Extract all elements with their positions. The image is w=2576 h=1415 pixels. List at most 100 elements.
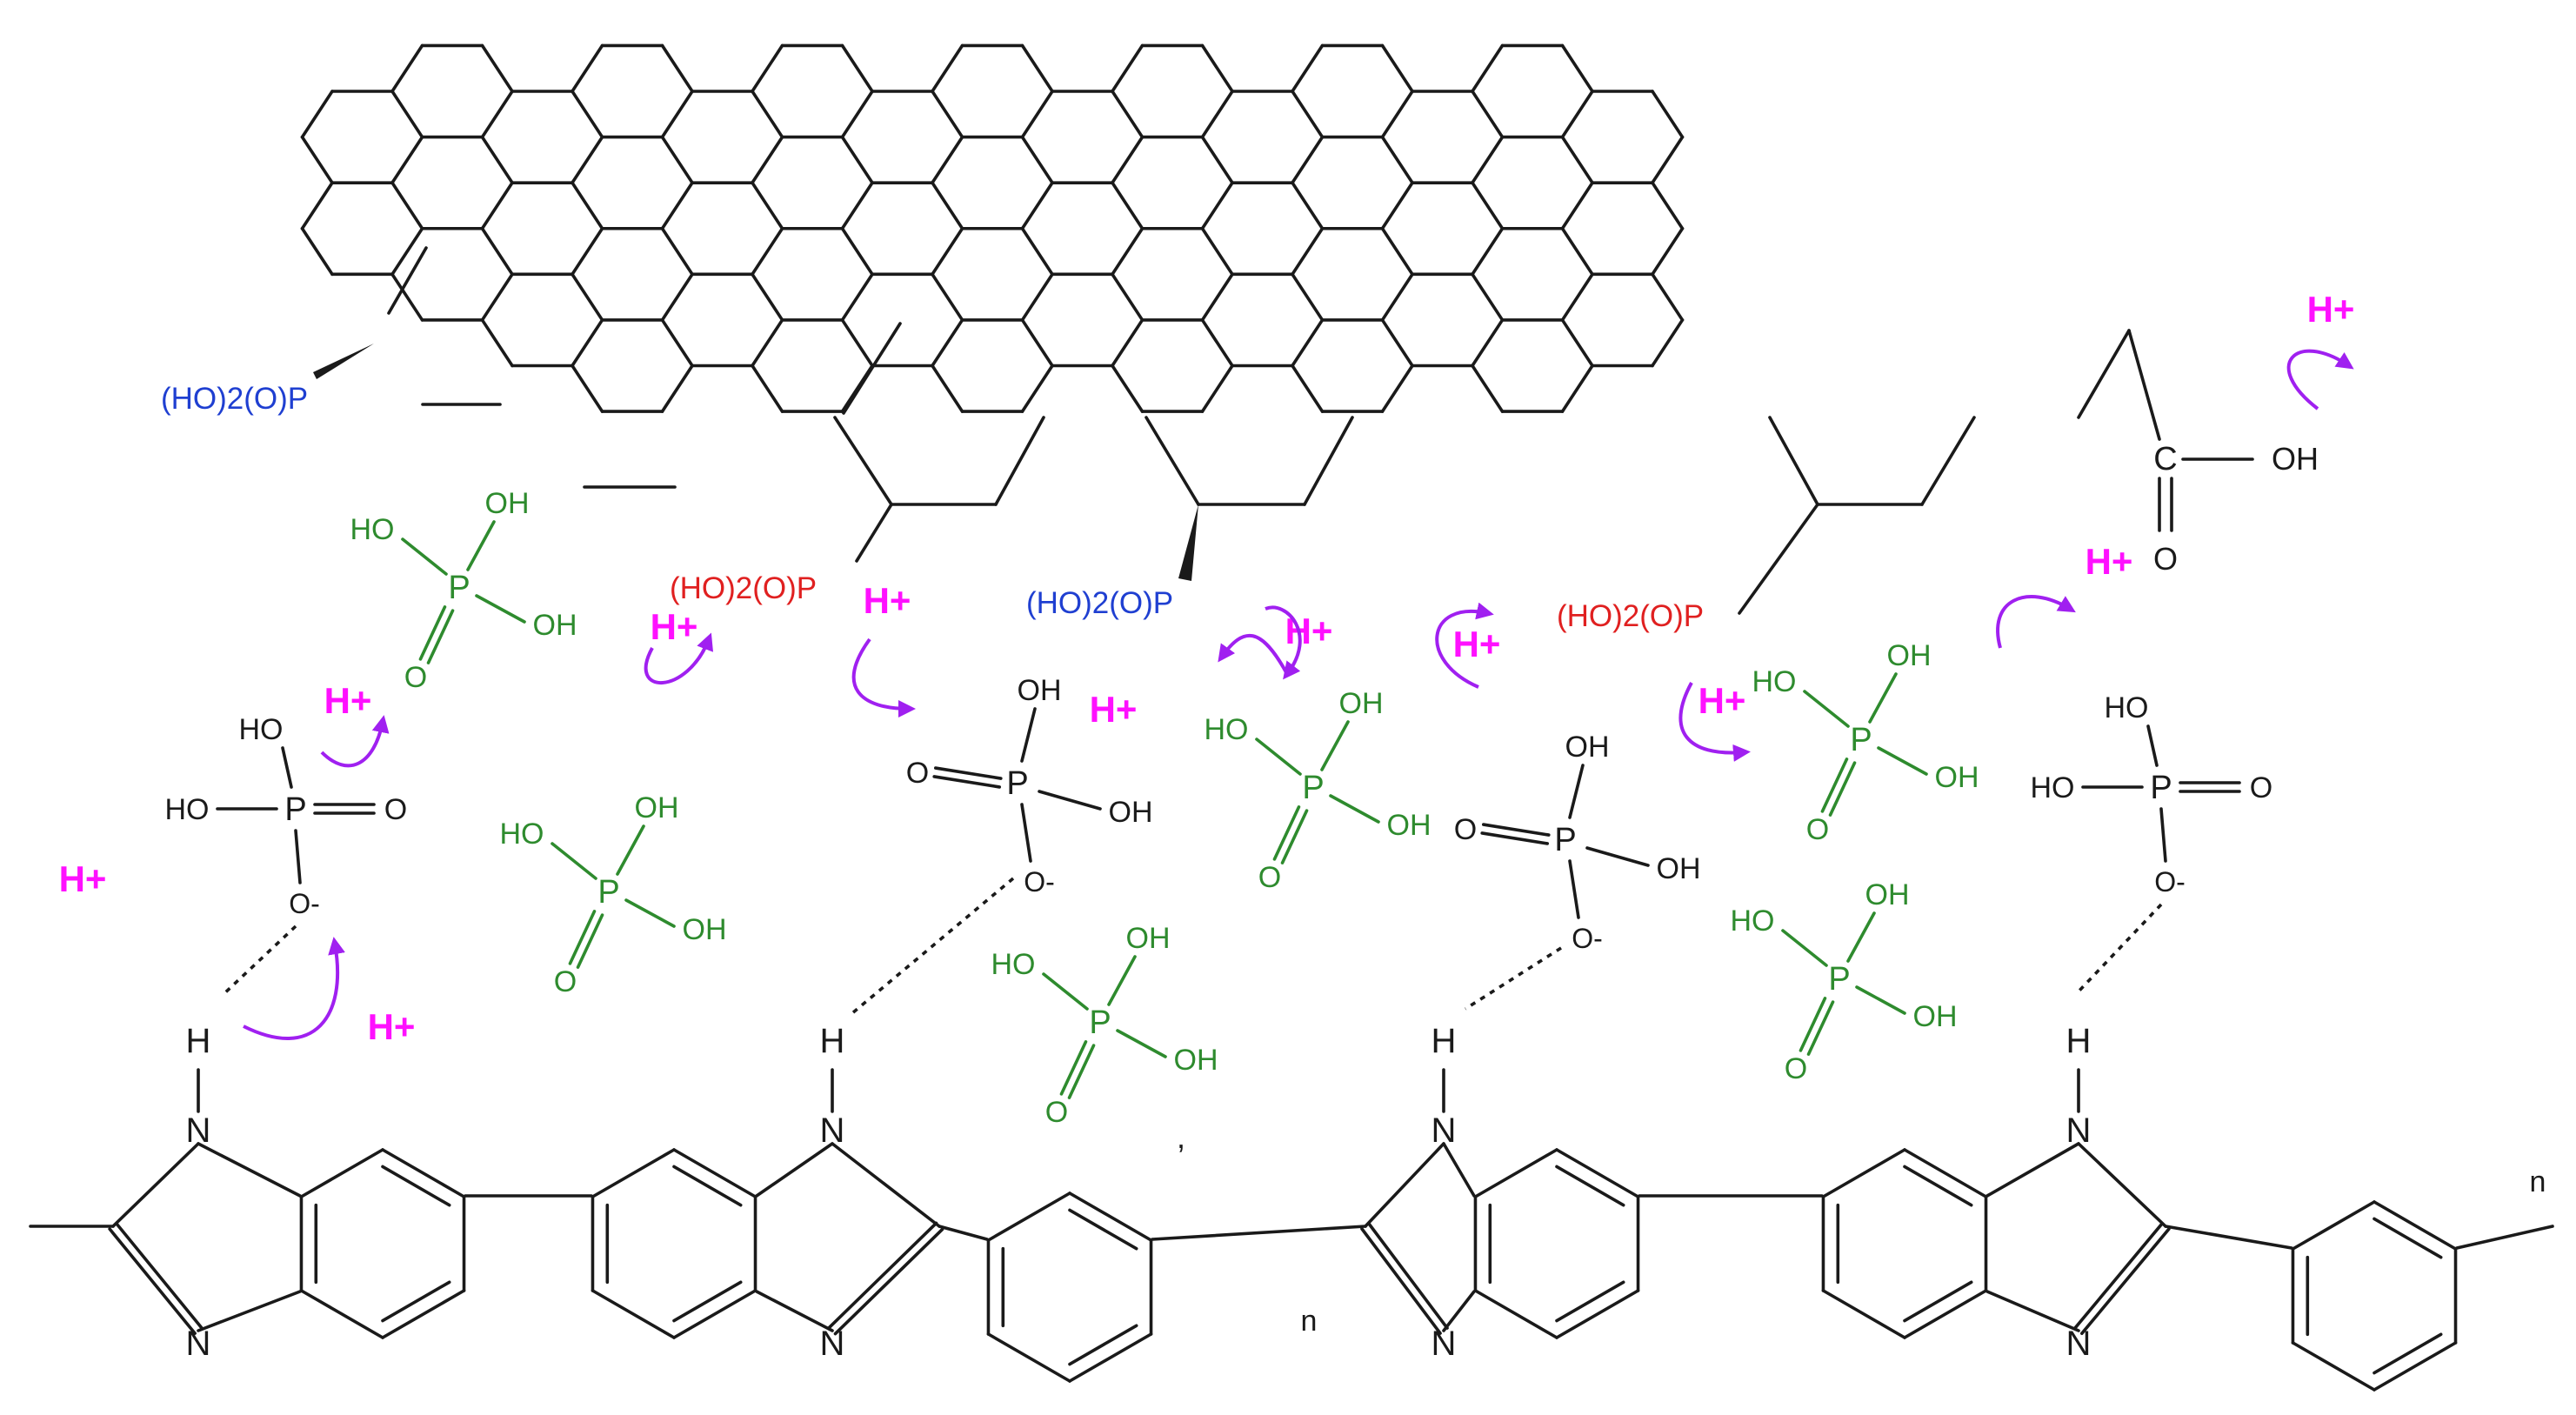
graphene-bond bbox=[840, 181, 874, 230]
graphene-bond bbox=[390, 272, 424, 322]
proton-6: H+ bbox=[1453, 624, 1501, 664]
graphene-bond bbox=[751, 272, 784, 322]
proton-hop-arrow-2 bbox=[1996, 595, 2076, 649]
graphene-bond bbox=[751, 226, 784, 277]
double-bond bbox=[2073, 1221, 2164, 1330]
graphene-sheet bbox=[300, 43, 1685, 413]
graphene-bond bbox=[660, 272, 694, 322]
graphene-bond bbox=[390, 43, 424, 93]
benzimidazole-benzene-4 bbox=[1821, 1148, 1906, 1198]
graphene-bond bbox=[1651, 90, 1685, 139]
graphene-bond bbox=[1111, 272, 1145, 322]
phosphonic-group-right-red: (HO)2(O)P bbox=[1557, 503, 1819, 633]
phenylene-1-double bbox=[1068, 1324, 1138, 1366]
benzimidazole-benzene-4 bbox=[1903, 1289, 1988, 1339]
oxygen-label: O bbox=[1454, 813, 1477, 846]
phenylene-2 bbox=[2372, 1200, 2458, 1251]
benzimidazole-benzene-3-double bbox=[1555, 1165, 1625, 1207]
graphene-bond bbox=[390, 135, 424, 184]
phenylene-link bbox=[938, 1225, 989, 1241]
hydroxyl-label: HO bbox=[239, 713, 284, 746]
proton-hop-arrow-10 bbox=[243, 937, 345, 1040]
graphene-bond bbox=[751, 318, 784, 368]
oxygen-label: O bbox=[1045, 1096, 1068, 1129]
imidazole-h-label-1: H bbox=[186, 1022, 211, 1060]
graphene-bond bbox=[1200, 181, 1234, 230]
graphene-bond bbox=[480, 43, 514, 93]
imidazole-bond bbox=[1985, 1290, 2080, 1332]
phosphorus-label: P bbox=[2150, 770, 2172, 806]
phenylene-2-double bbox=[2372, 1332, 2443, 1375]
graphene-bond bbox=[1380, 272, 1414, 322]
graphene-bond bbox=[480, 90, 514, 139]
oxygen-label: O bbox=[404, 661, 427, 694]
graphene-bond bbox=[840, 272, 874, 322]
hydroxyl-label: HO bbox=[2105, 691, 2149, 724]
imidazole-n-label-3: N bbox=[1431, 1325, 1457, 1363]
graphene-bond bbox=[1651, 226, 1685, 277]
benzimidazole-benzene-4 bbox=[1821, 1289, 1906, 1339]
graphene-bond bbox=[1291, 135, 1325, 184]
imidazole-n-label-4: N bbox=[2066, 1325, 2092, 1363]
graphene-bond bbox=[1560, 181, 1594, 230]
graphene-bond bbox=[300, 181, 334, 230]
repeat-unit-label-end: n bbox=[2530, 1165, 2546, 1198]
imidazole-bond bbox=[831, 1142, 941, 1228]
phenylene-1-double bbox=[1068, 1208, 1138, 1251]
proton-hopping-arrows bbox=[243, 349, 2354, 1040]
graphene-bond bbox=[390, 181, 424, 230]
bond bbox=[1107, 955, 1137, 1006]
double-bond bbox=[1828, 761, 1857, 817]
phenylene-1 bbox=[986, 1332, 1071, 1383]
hydroxyl-label: OH bbox=[485, 487, 530, 520]
phosphorus-label: P bbox=[1828, 961, 1850, 998]
phenylene-link bbox=[1151, 1225, 1367, 1241]
benzimidazole-benzene-2 bbox=[672, 1289, 757, 1339]
benzimidazole-benzene-2 bbox=[672, 1148, 757, 1198]
graphene-bond bbox=[1291, 43, 1325, 93]
phenylene-1 bbox=[1068, 1191, 1153, 1242]
hydroxyl-label: HO bbox=[1752, 665, 1797, 698]
imidazole-nh-label-3: N bbox=[1431, 1111, 1457, 1150]
hydroxyl-label: HO bbox=[1205, 713, 1249, 746]
graphene-bond bbox=[1020, 90, 1054, 139]
phosphorus-label: P bbox=[1302, 770, 1324, 806]
double-bond bbox=[1820, 758, 1849, 813]
graphene-bond bbox=[1471, 364, 1505, 413]
bond bbox=[1116, 1029, 1167, 1058]
graphene-bond bbox=[571, 272, 604, 322]
graphene-bond bbox=[931, 181, 964, 230]
hydroxyl-label: HO bbox=[991, 948, 1036, 981]
phosphorus-label: P bbox=[448, 570, 470, 606]
benzimidazole-benzene-2 bbox=[591, 1148, 676, 1198]
carboxyl-carbon-label: C bbox=[2153, 441, 2177, 477]
hydroxyl-label: HO bbox=[1731, 904, 1775, 938]
bond bbox=[401, 537, 448, 576]
imidazole-bond bbox=[197, 1142, 302, 1198]
graphene-bond bbox=[1471, 318, 1505, 368]
graphene-double-bonds bbox=[387, 246, 902, 489]
phenylene-2 bbox=[2291, 1200, 2376, 1251]
bond bbox=[1255, 738, 1302, 776]
graphene-bond bbox=[1380, 43, 1414, 93]
oxygen-label: O bbox=[384, 793, 407, 826]
graphene-bond bbox=[1560, 318, 1594, 368]
bond bbox=[1042, 972, 1089, 1011]
benzimidazole-benzene-1 bbox=[299, 1148, 384, 1198]
benzimidazole-benzene-4-double bbox=[1903, 1280, 1973, 1323]
benzimidazole-benzene-3 bbox=[1473, 1289, 1558, 1339]
graphene-bond bbox=[751, 90, 784, 139]
graphene-bond bbox=[1651, 135, 1685, 184]
benzimidazole-benzene-1-double bbox=[381, 1165, 451, 1207]
imidazole-nh-label-2: N bbox=[820, 1111, 845, 1150]
proton-hop-arrow-4 bbox=[851, 637, 916, 718]
oxide-anion-label: O- bbox=[1572, 923, 1603, 954]
phosphonic-label-red-center: (HO)2(O)P bbox=[670, 571, 817, 605]
proton-hop-arrow-7 bbox=[1435, 602, 1494, 689]
proton-hop-arrow-9 bbox=[320, 715, 390, 768]
phosphorus-label: P bbox=[1089, 1005, 1111, 1041]
hydroxyl-label: HO bbox=[2031, 771, 2075, 804]
